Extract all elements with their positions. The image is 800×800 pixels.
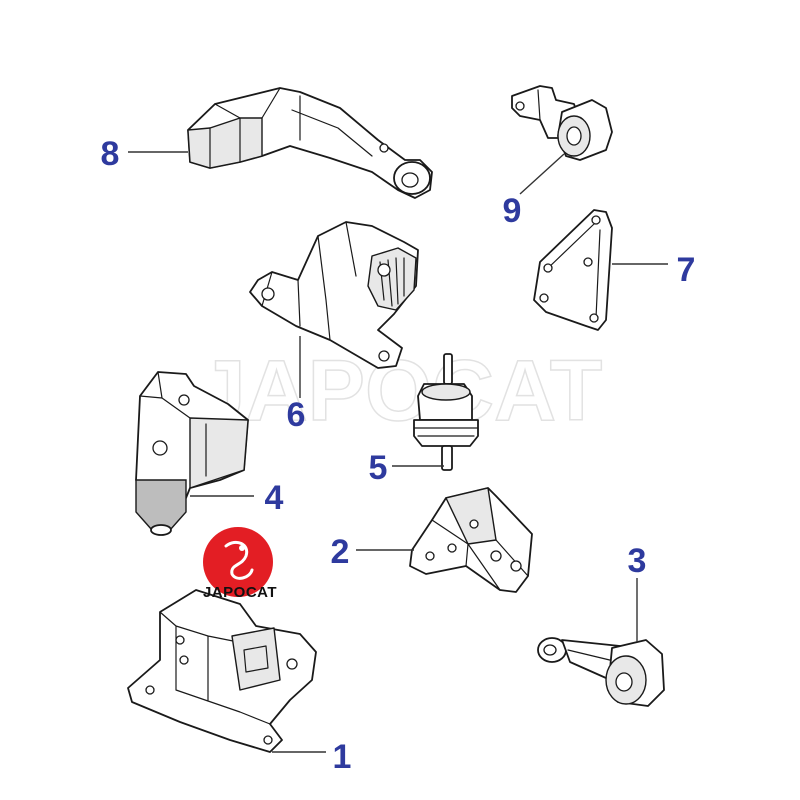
part-4-damper-mount xyxy=(135,371,249,536)
callout-labels: 1 2 3 4 5 6 7 8 9 xyxy=(101,135,696,776)
leader-9 xyxy=(519,153,565,195)
part-6-mount-bracket xyxy=(249,221,419,369)
part-3-torque-rod xyxy=(537,637,665,707)
callout-1: 1 xyxy=(333,738,352,776)
callout-8: 8 xyxy=(101,135,120,173)
callout-9: 9 xyxy=(503,192,522,230)
callout-5: 5 xyxy=(369,449,388,487)
callout-7: 7 xyxy=(677,251,696,289)
part-9-bracket-bush xyxy=(511,85,613,161)
callout-3: 3 xyxy=(628,542,647,580)
part-2-bracket xyxy=(409,487,533,593)
part-7-plate xyxy=(533,209,613,331)
watermark-text: JAPOCAT xyxy=(198,343,603,439)
leader-lines xyxy=(128,151,668,753)
part-1-base-mount xyxy=(127,589,317,753)
japocat-logo: JAPOCAT xyxy=(203,527,277,601)
callout-4: 4 xyxy=(265,479,284,517)
part-5-hydro-mount xyxy=(413,353,479,471)
part-8-torque-arm xyxy=(187,87,433,199)
logo-text: JAPOCAT xyxy=(203,584,277,601)
logo-badge xyxy=(203,527,273,597)
callout-6: 6 xyxy=(287,396,306,434)
callout-2: 2 xyxy=(331,533,350,571)
